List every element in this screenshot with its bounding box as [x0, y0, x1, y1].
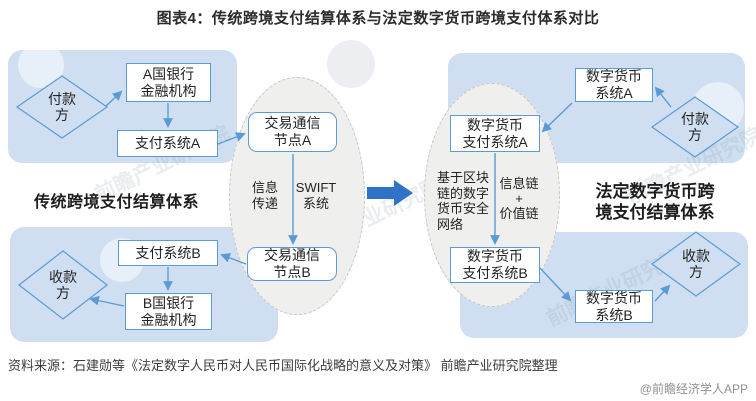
payment-system-a-box: 支付系统A	[117, 130, 218, 157]
watermark-logo-icon	[327, 40, 375, 88]
swift-system-label: SWIFT 系统	[295, 180, 337, 211]
comm-node-b-box: 交易通信 节点B	[247, 247, 337, 281]
dc-system-a-box: 数字货币 系统A	[575, 68, 653, 102]
dc-pay-system-a-box: 数字货币 支付系统A	[450, 115, 540, 152]
payer-diamond-left	[15, 75, 109, 139]
bank-b-box: B国银行 金融机构	[125, 293, 212, 330]
arrow-payer-to-bank-a	[105, 90, 123, 107]
payee-label-left: 收款 方	[49, 269, 77, 302]
info-transfer-label: 信息 传递	[251, 180, 278, 211]
bank-a-box: A国银行 金融机构	[126, 63, 211, 102]
payer-label-left: 付款 方	[48, 91, 76, 124]
payee-diamond-left	[18, 250, 108, 320]
payee-diamond-right	[650, 231, 742, 297]
arrow-dc-system-b-to-payee	[654, 284, 671, 302]
digital-system-label: 法定数字货币跨 境支付结算体系	[595, 182, 715, 223]
traditional-system-label: 传统跨境支付结算体系	[34, 194, 200, 211]
comm-node-a-box: 交易通信 节点A	[248, 112, 337, 152]
payment-system-b-box: 支付系统B	[118, 240, 218, 266]
payer-diamond-right	[650, 96, 740, 158]
source-note: 资料来源：石建勋等《法定数字人民币对人民币国际化战略的意义及对策》 前瞻产业研究…	[8, 358, 558, 373]
dc-system-b-box: 数字货币 系统B	[575, 290, 653, 323]
arrow-payment-a-to-node-a	[217, 132, 246, 145]
payer-label-right: 付款 方	[681, 111, 709, 144]
payee-label-right: 收款 方	[682, 248, 710, 281]
info-value-chain-label: 信息链 + 价值链	[499, 176, 539, 221]
arrow-dc-system-a-to-pay-system-a	[541, 102, 573, 133]
brand-credit: @前瞻经济学人APP	[639, 382, 748, 396]
transformation-arrow-icon	[367, 180, 413, 206]
blockchain-network-label: 基于区块 链的数字 货币安全 网络	[437, 170, 490, 232]
dc-pay-system-b-box: 数字货币 支付系统B	[450, 247, 540, 283]
arrow-payer-to-dc-system-a	[654, 86, 672, 108]
arrow-bank-b-to-payee	[89, 295, 125, 307]
figure-title: 图表4：传统跨境支付结算体系与法定数字货币跨境支付体系对比	[156, 10, 600, 27]
arrow-pay-system-b-to-dc-system-b	[539, 267, 572, 302]
arrow-node-b-to-payment-b	[220, 253, 247, 265]
